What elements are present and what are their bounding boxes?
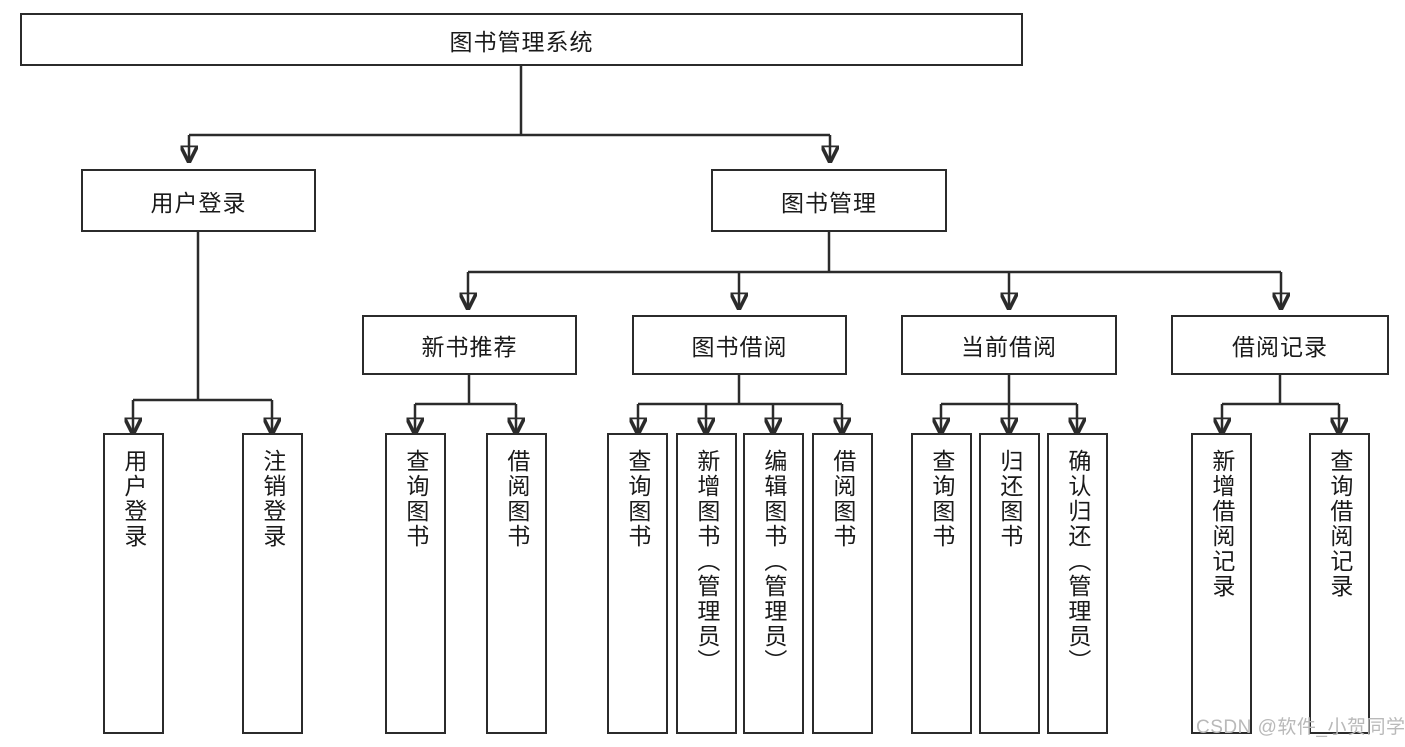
- node-book-management[interactable]: 图书管理: [711, 169, 947, 232]
- node-label: 借阅图书: [503, 449, 530, 549]
- watermark: CSDN @软件_小贺同学: [1196, 717, 1405, 738]
- node-new-book-recommend[interactable]: 新书推荐: [362, 315, 577, 375]
- leaf-recommend-borrow-book[interactable]: 借阅图书: [486, 433, 547, 734]
- leaf-recommend-query-book[interactable]: 查询图书: [385, 433, 446, 734]
- leaf-current-confirm-return-admin[interactable]: 确认归还（管理员）: [1047, 433, 1108, 734]
- node-label: 查询图书: [402, 449, 429, 549]
- node-book-borrow[interactable]: 图书借阅: [632, 315, 847, 375]
- node-label: 用户登录: [150, 189, 247, 216]
- node-label: 查询图书: [624, 449, 651, 549]
- leaf-borrow-borrow-book[interactable]: 借阅图书: [812, 433, 873, 734]
- node-label: 图书管理系统: [449, 28, 594, 55]
- node-borrow-record[interactable]: 借阅记录: [1171, 315, 1389, 375]
- leaf-borrow-edit-book-admin[interactable]: 编辑图书（管理员）: [743, 433, 804, 734]
- node-label: 当前借阅: [961, 334, 1057, 360]
- node-label: 图书借阅: [691, 334, 788, 360]
- node-current-borrow[interactable]: 当前借阅: [901, 315, 1117, 375]
- leaf-user-logout[interactable]: 注销登录: [242, 433, 303, 734]
- node-label: 借阅记录: [1232, 334, 1328, 360]
- node-label: 新增图书（管理员）: [693, 449, 720, 674]
- node-label: 新增借阅记录: [1208, 449, 1235, 599]
- node-label: 查询图书: [928, 449, 955, 549]
- node-label: 注销登录: [259, 449, 286, 549]
- leaf-borrow-add-book-admin[interactable]: 新增图书（管理员）: [676, 433, 737, 734]
- node-label: 编辑图书（管理员）: [760, 449, 787, 674]
- leaf-borrow-query-book[interactable]: 查询图书: [607, 433, 668, 734]
- node-label: 归还图书: [996, 449, 1023, 549]
- node-root-system[interactable]: 图书管理系统: [20, 13, 1023, 66]
- leaf-record-add-record[interactable]: 新增借阅记录: [1191, 433, 1252, 734]
- node-label: 查询借阅记录: [1326, 449, 1353, 599]
- leaf-current-return-book[interactable]: 归还图书: [979, 433, 1040, 734]
- node-label: 确认归还（管理员）: [1064, 449, 1091, 674]
- leaf-record-query-record[interactable]: 查询借阅记录: [1309, 433, 1370, 734]
- node-label: 用户登录: [120, 449, 147, 549]
- leaf-current-query-book[interactable]: 查询图书: [911, 433, 972, 734]
- leaf-user-login[interactable]: 用户登录: [103, 433, 164, 734]
- node-label: 新书推荐: [421, 334, 518, 360]
- node-label: 借阅图书: [829, 449, 856, 549]
- node-label: 图书管理: [781, 189, 877, 216]
- node-user-login[interactable]: 用户登录: [81, 169, 316, 232]
